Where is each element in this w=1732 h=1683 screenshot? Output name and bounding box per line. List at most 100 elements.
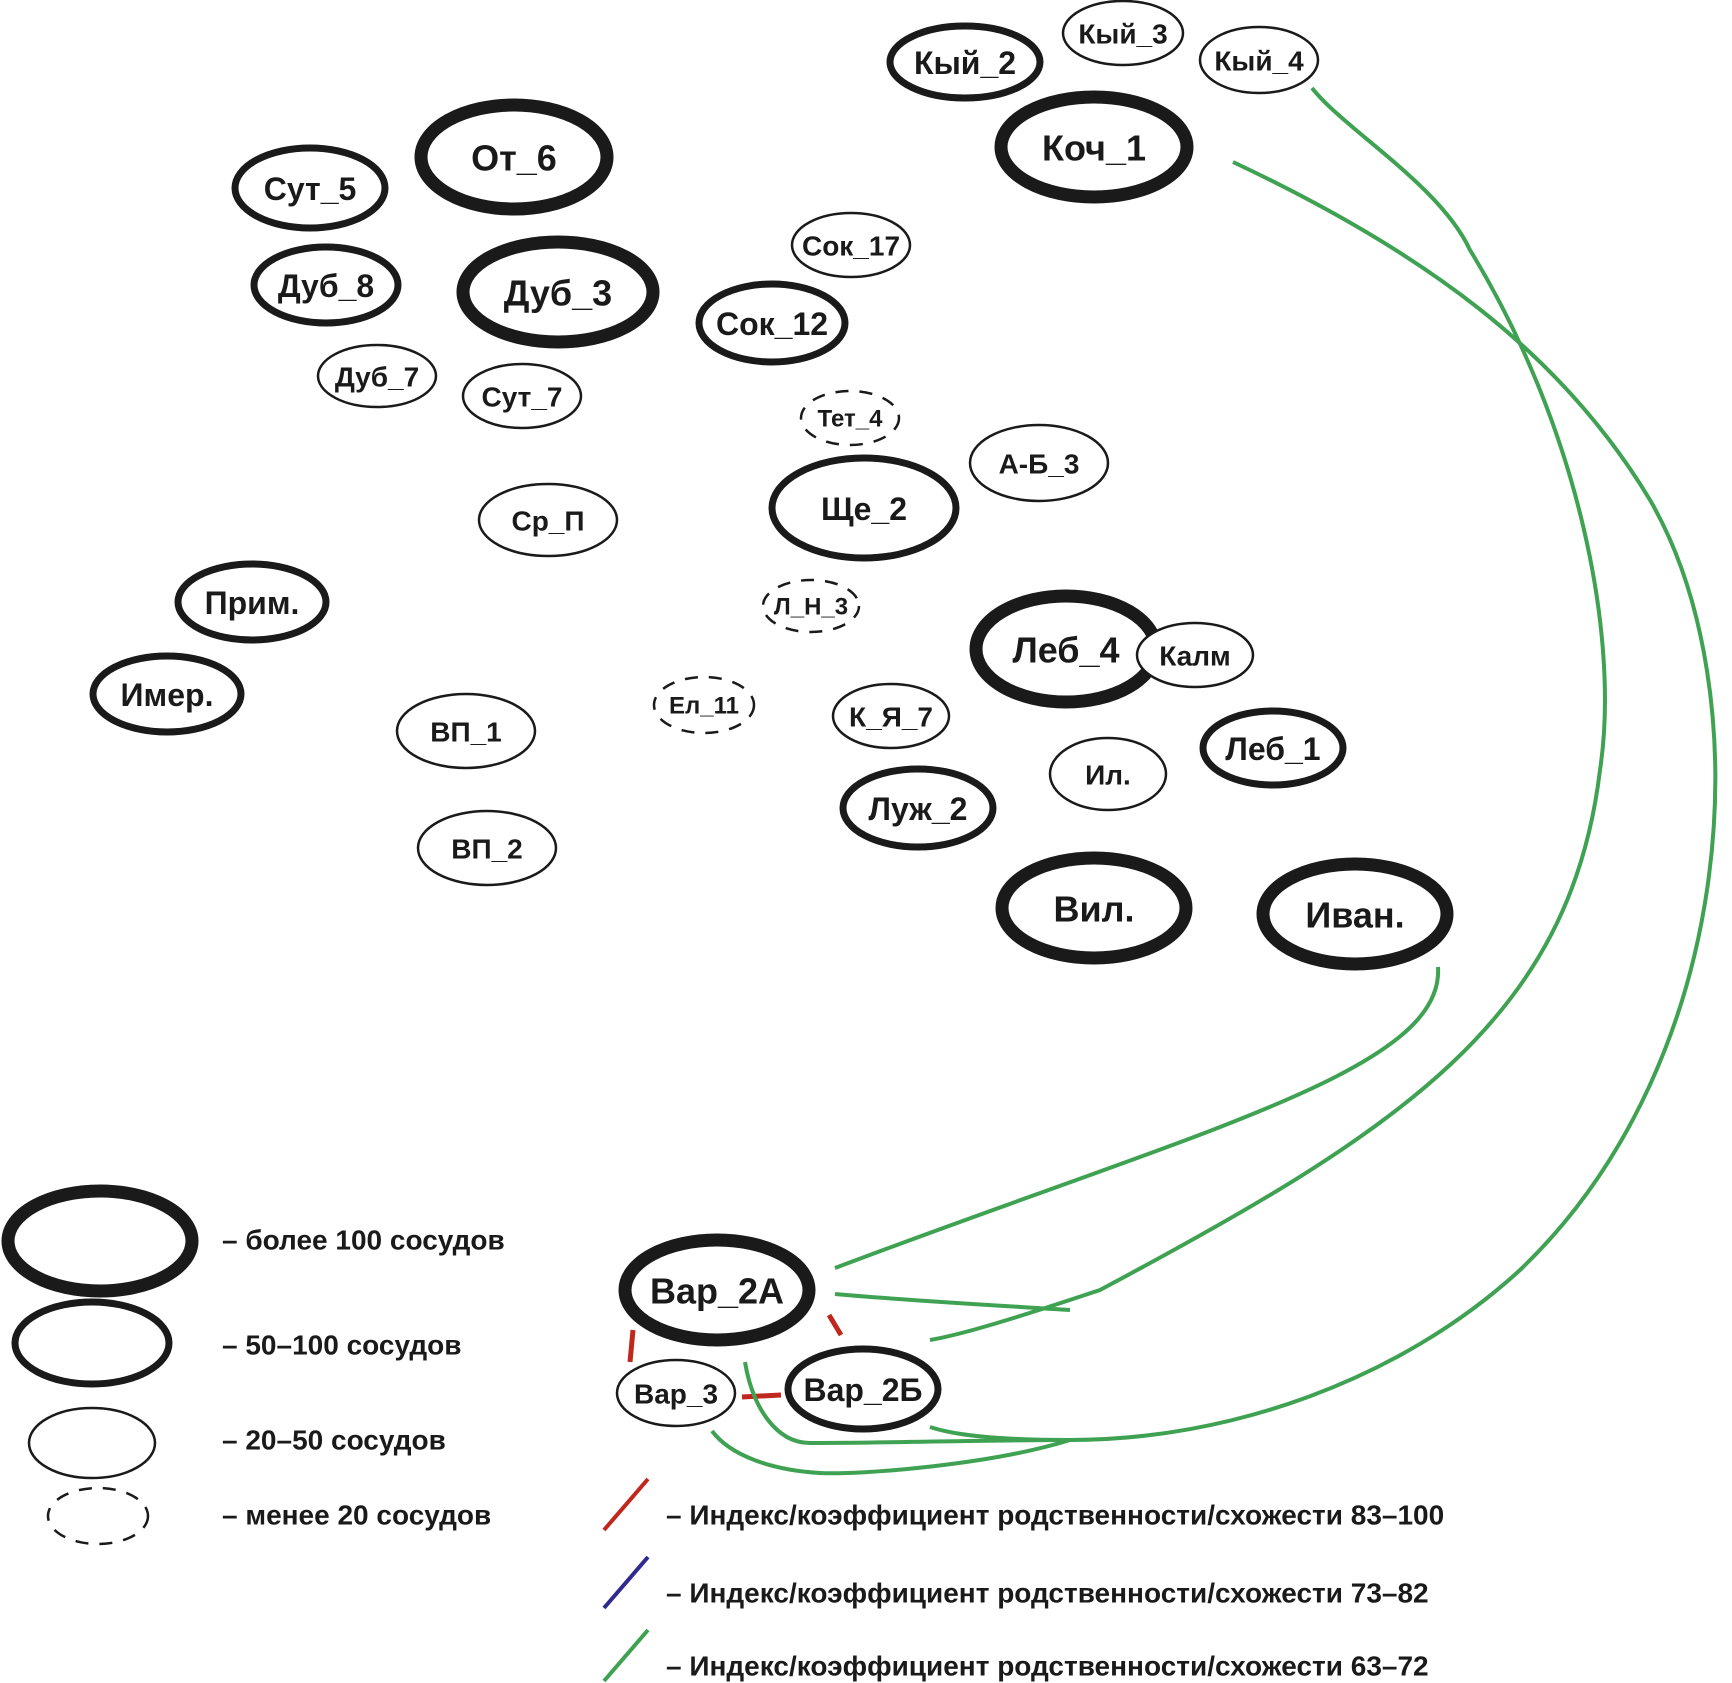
node-ellipse bbox=[695, 280, 849, 366]
node-ellipse bbox=[395, 692, 537, 770]
node-ellipse bbox=[1256, 857, 1454, 971]
node-label: Леб_1 bbox=[1225, 731, 1320, 767]
node-label: Кый_2 bbox=[914, 45, 1016, 81]
node-dub3: Дуб_3 bbox=[456, 235, 660, 349]
edge-kyi4-var2a bbox=[929, 86, 1607, 1342]
node-label: Вар_2Б bbox=[803, 1372, 922, 1408]
node-kyi2: Кый_2 bbox=[886, 22, 1044, 102]
legend-ellipse-swatch bbox=[27, 1406, 157, 1480]
legend-line-swatch bbox=[602, 1628, 650, 1683]
node-ellipse bbox=[250, 243, 402, 327]
node-ellipse bbox=[839, 765, 997, 851]
node-ellipse bbox=[968, 423, 1110, 503]
node-label: Дуб_8 bbox=[278, 268, 374, 304]
legend-size-label: – 20–50 сосудов bbox=[222, 1425, 446, 1456]
legend: – более 100 сосудов – 50–100 сосудов – 20–… bbox=[1, 1184, 1444, 1683]
legend-line-swatch bbox=[602, 1477, 650, 1532]
legend-line-swatch bbox=[602, 1555, 650, 1610]
node-label: Дуб_3 bbox=[504, 273, 612, 314]
node-ellipse bbox=[1198, 25, 1320, 95]
node-ivan: Иван. bbox=[1256, 857, 1454, 971]
node-label: Вил. bbox=[1054, 889, 1135, 930]
edge-koch1-var2a bbox=[743, 1361, 1071, 1446]
node-ellipse bbox=[994, 90, 1194, 204]
node-label: Вар_3 bbox=[634, 1379, 718, 1410]
node-label: Вар_2А bbox=[650, 1271, 784, 1312]
legend-edge-red: – Индекс/коэффициент родственности/схоже… bbox=[602, 1477, 1444, 1532]
node-ellipse bbox=[414, 98, 614, 216]
node-kalm: Калм bbox=[1135, 621, 1255, 689]
node-var3: Вар_3 bbox=[615, 1358, 737, 1428]
node-ellipse bbox=[1061, 0, 1185, 67]
node-label: ВП_1 bbox=[430, 717, 502, 748]
node-ellipse bbox=[761, 578, 861, 634]
node-label: Сок_17 bbox=[802, 231, 900, 262]
edge-kyi4-var2b bbox=[834, 1292, 1071, 1312]
node-label: Луж_2 bbox=[869, 791, 968, 827]
node-label: Коч_1 bbox=[1042, 128, 1146, 169]
edges-layer bbox=[627, 86, 1718, 1476]
node-label: ВП_2 bbox=[451, 834, 523, 865]
node-ellipse bbox=[799, 389, 901, 447]
node-sut5: Сут_5 bbox=[231, 144, 389, 232]
legend-size-s: – менее 20 сосудов bbox=[46, 1486, 491, 1546]
node-label: Ел_11 bbox=[669, 693, 739, 720]
legend-edge-green: – Индекс/коэффициент родственности/схоже… bbox=[602, 1628, 1429, 1683]
node-label: Дуб_7 bbox=[335, 362, 419, 393]
node-label: Л_Н_3 bbox=[774, 594, 848, 621]
node-label: К_Я_7 bbox=[849, 702, 933, 733]
legend-ellipse-swatch bbox=[11, 1298, 173, 1388]
legend-size-label: – менее 20 сосудов bbox=[222, 1500, 491, 1531]
node-var2b: Вар_2Б bbox=[784, 1345, 942, 1433]
legend-size-label: – 50–100 сосудов bbox=[222, 1330, 461, 1361]
legend-ellipse-swatch bbox=[1, 1184, 199, 1298]
node-vil: Вил. bbox=[995, 851, 1193, 965]
edge-var2a-var3 bbox=[627, 1329, 636, 1363]
legend-edge-label: – Индекс/коэффициент родственности/схоже… bbox=[666, 1578, 1429, 1609]
node-label: Калм bbox=[1159, 641, 1231, 672]
node-ab3: А-Б_3 bbox=[968, 423, 1110, 503]
node-label: От_6 bbox=[471, 138, 557, 179]
node-var2a: Вар_2А bbox=[618, 1233, 816, 1347]
node-imer: Имер. bbox=[89, 652, 245, 736]
edge-var3-var2b bbox=[741, 1392, 782, 1400]
node-srp: Ср_П bbox=[477, 482, 619, 558]
legend-edge-blue: – Индекс/коэффициент родственности/схоже… bbox=[602, 1555, 1429, 1610]
node-label: Прим. bbox=[205, 585, 300, 621]
node-label: Тет_4 bbox=[818, 406, 884, 433]
edge-koch1-var3 bbox=[710, 1429, 1071, 1476]
node-leb1: Леб_1 bbox=[1199, 707, 1347, 789]
node-el11: Ел_11 bbox=[652, 675, 756, 735]
node-vp1: ВП_1 bbox=[395, 692, 537, 770]
node-kyi3: Кый_3 bbox=[1061, 0, 1185, 67]
legend-size-m: – 20–50 сосудов bbox=[27, 1406, 446, 1480]
node-label: Ил. bbox=[1085, 760, 1131, 791]
node-sok17: Сок_17 bbox=[790, 211, 912, 279]
node-ellipse bbox=[461, 362, 583, 430]
node-ot6: От_6 bbox=[414, 98, 614, 216]
node-ellipse bbox=[995, 851, 1193, 965]
node-label: Ср_П bbox=[511, 506, 584, 537]
legend-edge-label: – Индекс/коэффициент родственности/схоже… bbox=[666, 1500, 1444, 1531]
node-dub8: Дуб_8 bbox=[250, 243, 402, 327]
node-prim: Прим. bbox=[174, 560, 330, 644]
node-label: Кый_3 bbox=[1078, 19, 1167, 50]
node-dub7: Дуб_7 bbox=[316, 343, 438, 409]
node-label: Сут_5 bbox=[264, 171, 357, 207]
node-sut7: Сут_7 bbox=[461, 362, 583, 430]
node-ellipse bbox=[831, 682, 951, 750]
node-ellipse bbox=[768, 454, 960, 562]
node-ellipse bbox=[1135, 621, 1255, 689]
node-kya7: К_Я_7 bbox=[831, 682, 951, 750]
node-kyi4: Кый_4 bbox=[1198, 25, 1320, 95]
node-koch1: Коч_1 bbox=[994, 90, 1194, 204]
legend-size-l: – 50–100 сосудов bbox=[11, 1298, 461, 1388]
node-label: Ще_2 bbox=[821, 491, 907, 527]
node-label: Сут_7 bbox=[482, 382, 563, 413]
node-ellipse bbox=[231, 144, 389, 232]
edge-ivan-var2a bbox=[834, 966, 1441, 1270]
legend-size-label: – более 100 сосудов bbox=[222, 1225, 505, 1256]
node-label: Иван. bbox=[1305, 895, 1404, 936]
